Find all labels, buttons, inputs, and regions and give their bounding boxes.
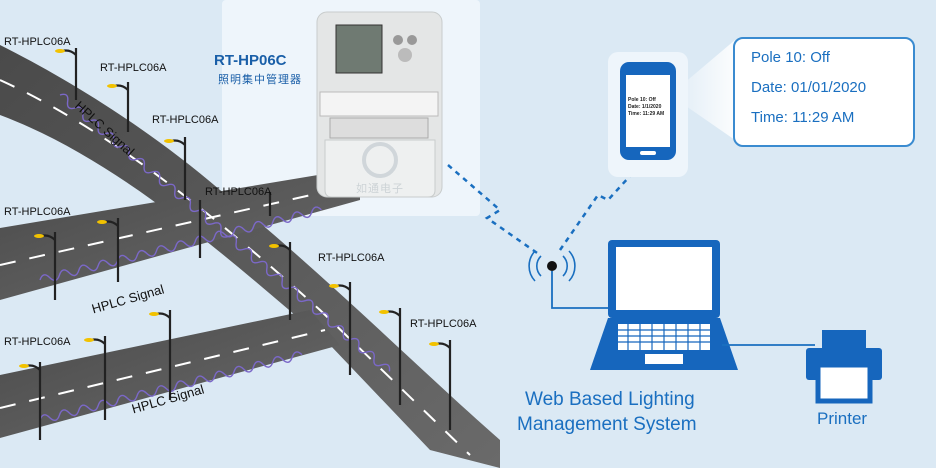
pole-label: RT-HPLC06A [410,318,477,330]
signal-wave-upper [39,206,322,282]
laptop-icon [590,240,738,370]
callout-line-2: Date: 01/01/2020 [751,79,867,96]
wireless-link-phone [558,164,641,251]
pole-8 [269,242,292,320]
pole-9 [19,362,42,440]
concentrator-watermark: 如通电子 [356,183,404,195]
pole-14 [429,340,452,430]
pole-12 [329,282,352,375]
signal-wave-diagonal [59,93,391,372]
pole-label: RT-HPLC06A [205,186,272,198]
phone-line-1: Pole 10: Off [628,97,656,103]
signal-wave-lower [39,351,303,422]
pole-label: RT-HPLC06A [100,62,167,74]
phone-screen [626,75,670,147]
phone-line-3: Time: 11:29 AM [628,111,665,117]
lane-dashes-lower [0,329,326,409]
system-label-line-1: Web Based Lighting [525,389,695,410]
pole-label: RT-HPLC06A [4,36,71,48]
callout-line-1: Pole 10: Off [751,49,830,66]
pole-2 [107,82,130,132]
status-callout: Pole 10: Off Date: 01/01/2020 Time: 11:2… [733,37,915,147]
callout-line-3: Time: 11:29 AM [751,109,855,126]
system-label-line-2: Management System [517,414,697,435]
pole-label: RT-HPLC06A [318,252,385,264]
lane-dashes-upper [0,183,361,266]
pole-6 [97,218,120,282]
concentrator-subtitle: 照明集中管理器 [218,74,302,86]
phone-screen-text: Pole 10: Off Date: 1/1/2020 Time: 11:29 … [628,97,664,118]
road-diagonal-main [0,45,500,468]
printer-icon [806,330,882,404]
pole-label: RT-HPLC06A [152,114,219,126]
concentrator-model: RT-HP06C [214,52,287,69]
phone-home [640,151,656,155]
antenna-icon [528,250,608,309]
street-light-poles [19,48,452,440]
pole-11 [149,310,172,400]
pole-5 [34,232,57,300]
wireless-link-concentrator [447,164,541,257]
concentrator-device [316,11,443,198]
phone-line-2: Date: 1/1/2020 [628,104,662,110]
pole-label: RT-HPLC06A [4,206,71,218]
pole-1 [55,48,78,100]
pole-3 [164,137,187,200]
pole-13 [379,308,402,405]
pole-label: RT-HPLC06A [4,336,71,348]
pole-10 [84,336,107,420]
callout-beam [670,40,735,140]
printer-label: Printer [817,409,868,428]
